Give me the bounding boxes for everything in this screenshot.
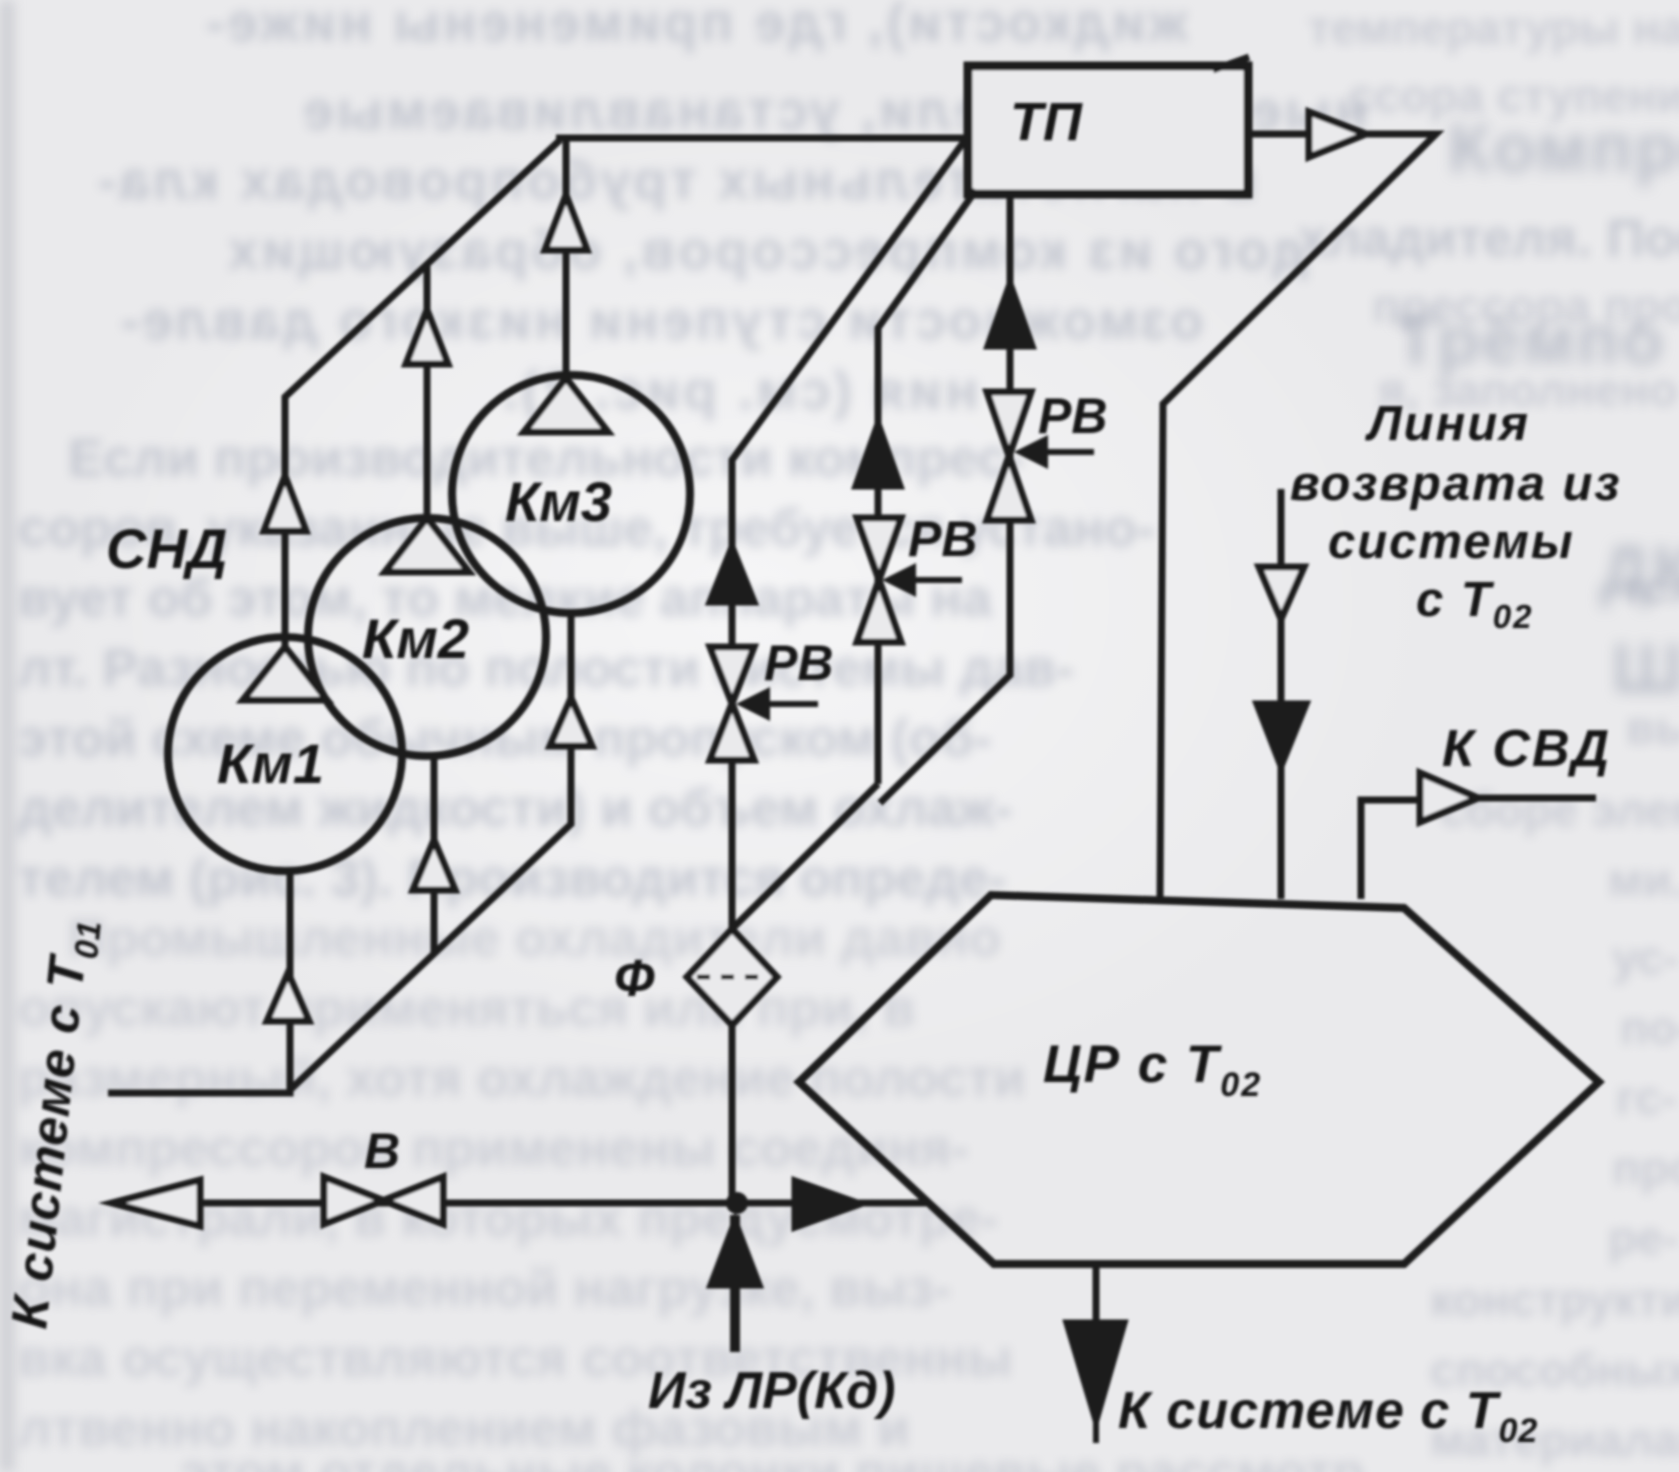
svg-text:Км2: Км2 (362, 607, 469, 670)
svg-text:Км3: Км3 (505, 470, 612, 533)
svg-text:системы: системы (1328, 515, 1575, 569)
svg-text:Линия: Линия (1365, 397, 1530, 451)
svg-text:РВ: РВ (1038, 388, 1107, 444)
svg-text:К СВД: К СВД (1442, 720, 1611, 778)
svg-text:с Т02: с Т02 (1416, 573, 1534, 635)
svg-text:К системе с Т02: К системе с Т02 (1118, 1382, 1538, 1450)
svg-text:Км1: Км1 (217, 732, 324, 795)
svg-text:возврата из: возврата из (1290, 457, 1621, 511)
svg-text:СНД: СНД (106, 517, 227, 580)
svg-text:В: В (364, 1123, 400, 1179)
svg-text:Ф: Ф (614, 950, 655, 1008)
svg-text:К системе с Т01: К системе с Т01 (0, 915, 108, 1332)
svg-text:ТП: ТП (1010, 92, 1083, 152)
svg-text:ЦР с Т02: ЦР с Т02 (1043, 1035, 1262, 1104)
svg-text:РВ: РВ (908, 511, 977, 567)
svg-text:Из ЛР(Кд): Из ЛР(Кд) (648, 1362, 896, 1420)
svg-text:РВ: РВ (764, 635, 833, 691)
